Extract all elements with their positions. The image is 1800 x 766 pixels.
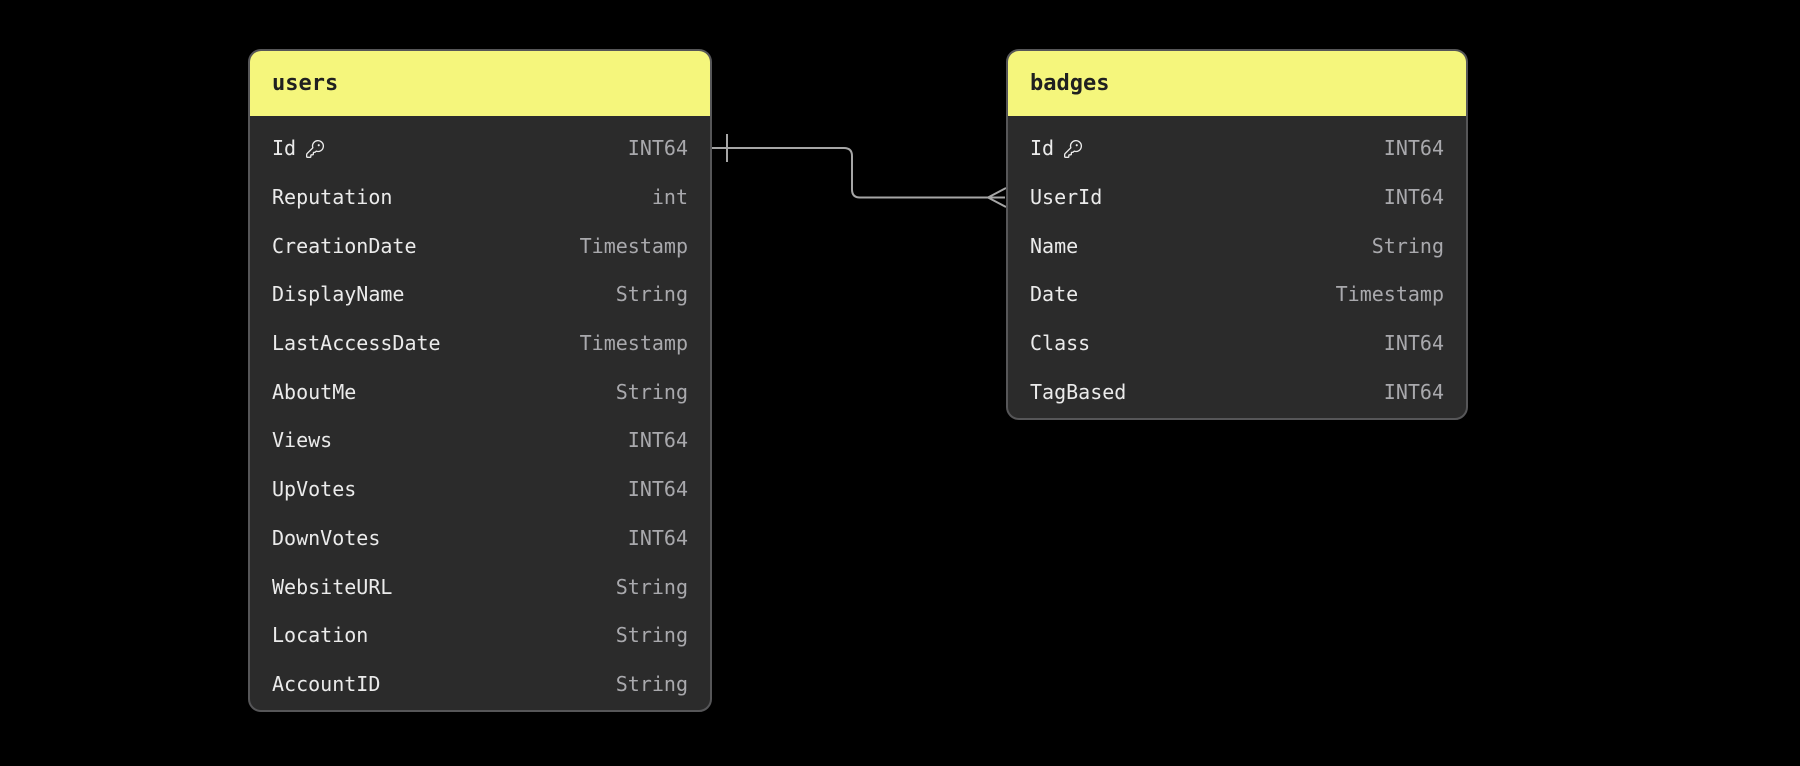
field-type: String xyxy=(615,623,688,648)
field-type: INT64 xyxy=(627,428,688,453)
field-type: String xyxy=(615,282,688,307)
field-name: TagBased xyxy=(1030,379,1127,404)
field-row[interactable]: LastAccessDate Timestamp xyxy=(250,319,710,368)
field-type: Timestamp xyxy=(1335,282,1444,307)
primary-key-icon xyxy=(1064,140,1083,159)
field-row[interactable]: Views INT64 xyxy=(250,416,710,465)
field-type: INT64 xyxy=(627,136,688,161)
field-type: Timestamp xyxy=(579,331,688,356)
primary-key-icon xyxy=(306,140,325,159)
field-name: DisplayName xyxy=(272,282,405,307)
field-name: AccountID xyxy=(272,671,381,696)
field-name: DownVotes xyxy=(272,525,381,550)
field-type: String xyxy=(615,379,688,404)
field-name: Reputation xyxy=(272,185,393,210)
field-row[interactable]: Reputation int xyxy=(250,173,710,222)
field-row[interactable]: DownVotes INT64 xyxy=(250,514,710,563)
field-type: INT64 xyxy=(1383,185,1444,210)
field-row[interactable]: Class INT64 xyxy=(1008,319,1466,368)
field-row[interactable]: DisplayName String xyxy=(250,270,710,319)
field-name: LastAccessDate xyxy=(272,331,441,356)
field-name: UserId xyxy=(1030,185,1103,210)
field-row[interactable]: Id INT64 xyxy=(1008,124,1466,173)
field-name: UpVotes xyxy=(272,477,357,502)
table-users-header[interactable]: users xyxy=(250,51,710,116)
field-row[interactable]: CreationDate Timestamp xyxy=(250,221,710,270)
field-row[interactable]: Id INT64 xyxy=(250,124,710,173)
field-name: Location xyxy=(272,623,369,648)
table-badges-title: badges xyxy=(1030,71,1110,96)
field-row[interactable]: Name String xyxy=(1008,221,1466,270)
field-type: String xyxy=(615,574,688,599)
field-row[interactable]: Date Timestamp xyxy=(1008,270,1466,319)
field-row[interactable]: AccountID String xyxy=(250,660,710,709)
table-badges-header[interactable]: badges xyxy=(1008,51,1466,116)
field-name: Class xyxy=(1030,331,1091,356)
field-type: String xyxy=(615,671,688,696)
table-users-title: users xyxy=(272,71,339,96)
field-type: Timestamp xyxy=(579,233,688,258)
field-name: Views xyxy=(272,428,333,453)
field-type: INT64 xyxy=(627,525,688,550)
field-name: Id xyxy=(1030,136,1083,160)
field-name: Name xyxy=(1030,233,1079,258)
field-type: String xyxy=(1371,233,1444,258)
field-type: INT64 xyxy=(1383,379,1444,404)
field-type: int xyxy=(651,185,688,210)
field-name: AboutMe xyxy=(272,379,357,404)
field-type: INT64 xyxy=(627,477,688,502)
field-name: WebsiteURL xyxy=(272,574,393,599)
field-type: INT64 xyxy=(1383,136,1444,161)
field-name: Date xyxy=(1030,282,1079,307)
field-row[interactable]: TagBased INT64 xyxy=(1008,367,1466,416)
field-row[interactable]: Location String xyxy=(250,611,710,660)
relationship-users-badges[interactable] xyxy=(712,134,1007,208)
field-row[interactable]: AboutMe String xyxy=(250,367,710,416)
field-row[interactable]: UserId INT64 xyxy=(1008,173,1466,222)
relationship-connector[interactable] xyxy=(712,147,1005,199)
many-cardinality-crowfoot-icon xyxy=(987,187,1007,208)
field-name: CreationDate xyxy=(272,233,417,258)
field-row[interactable]: UpVotes INT64 xyxy=(250,465,710,514)
field-type: INT64 xyxy=(1383,331,1444,356)
field-name: Id xyxy=(272,136,325,160)
field-row[interactable]: WebsiteURL String xyxy=(250,562,710,611)
